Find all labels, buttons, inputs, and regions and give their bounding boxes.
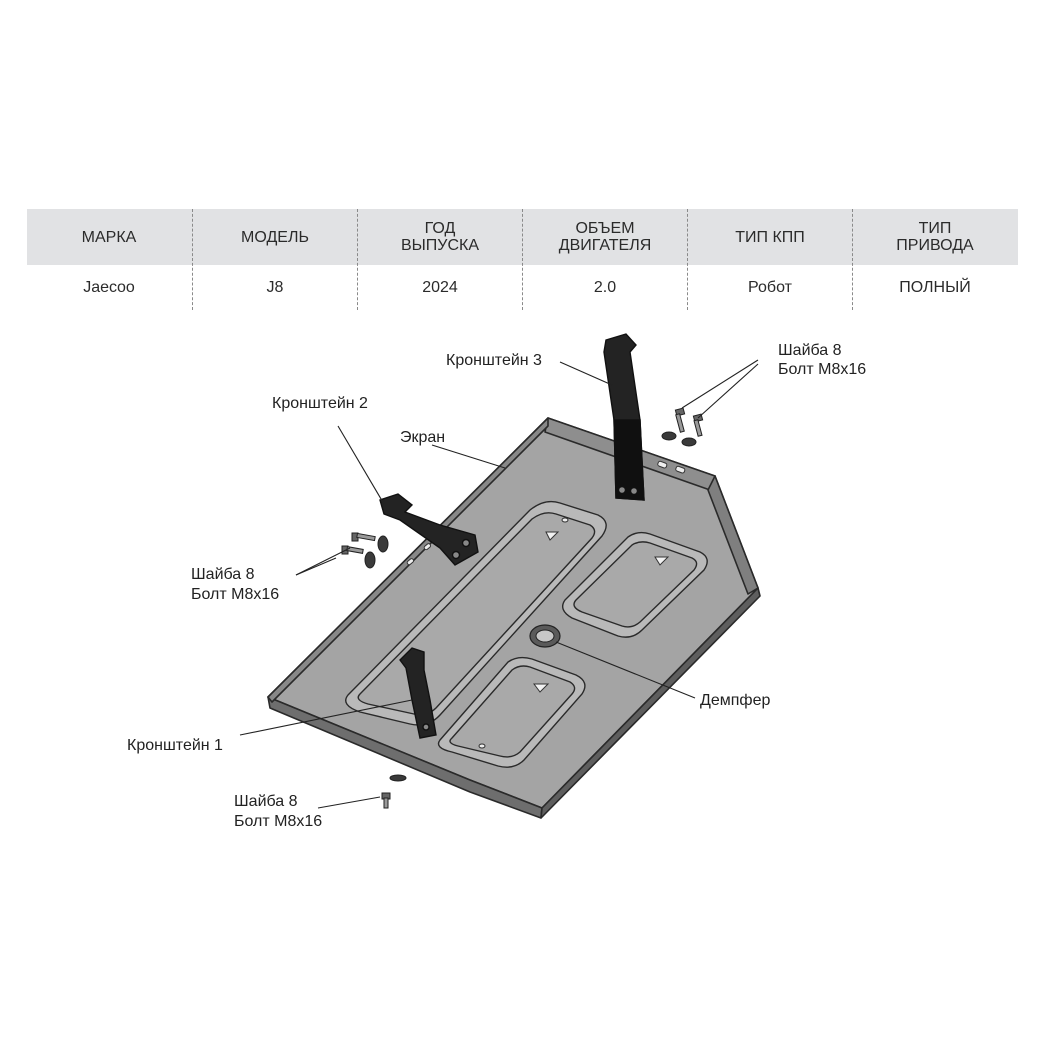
plate-left-edge <box>267 417 549 703</box>
arrow-marker <box>533 683 550 693</box>
leader-bracket-1 <box>239 699 413 736</box>
arrow-marker <box>545 531 560 541</box>
leader-bracket-2 <box>337 425 385 505</box>
leader-hardware-top <box>697 363 759 419</box>
value-model: J8 <box>266 278 284 296</box>
label-bracket-1: Кронштейн 1 <box>127 737 223 754</box>
leader-hardware-left <box>295 557 337 576</box>
bracket-2 <box>379 493 479 566</box>
hardware-bottom <box>381 774 407 809</box>
leader-lines <box>239 359 759 809</box>
leader-bracket-3 <box>559 361 613 386</box>
header-make: МАРКА <box>81 228 137 246</box>
holes <box>406 460 686 749</box>
table-divider <box>522 209 523 310</box>
hardware-left <box>341 532 389 569</box>
slot <box>423 543 432 551</box>
header-gearbox: ТИП КПП <box>735 228 805 246</box>
plate-right-edge <box>540 587 761 819</box>
label-hardware-top-bolt: Болт М8х16 <box>778 361 867 378</box>
table-divider <box>357 209 358 310</box>
damper <box>529 624 561 648</box>
label-hardware-left-bolt: Болт М8х16 <box>191 586 280 603</box>
leader-hardware-top <box>681 359 759 409</box>
hole <box>561 517 569 523</box>
value-gearbox: Робот <box>748 278 792 296</box>
value-year: 2024 <box>422 278 458 296</box>
value-engine-volume: 2.0 <box>593 278 617 296</box>
label-bracket-3: Кронштейн 3 <box>446 352 542 369</box>
slot <box>675 465 686 474</box>
table-divider <box>852 209 853 310</box>
slot <box>657 460 668 469</box>
label-hardware-bottom-bolt: Болт М8х16 <box>234 813 323 830</box>
leader-hardware-bottom <box>317 796 381 809</box>
bracket-1 <box>399 647 437 739</box>
value-drive: ПОЛНЫЙ <box>899 278 971 296</box>
label-hardware-top-washer: Шайба 8 <box>778 342 842 359</box>
table-divider <box>687 209 688 310</box>
label-bracket-2: Кронштейн 2 <box>272 395 368 412</box>
hardware-top <box>661 407 704 447</box>
label-hardware-left-washer: Шайба 8 <box>191 566 255 583</box>
plate-right-wall <box>707 475 759 595</box>
window-right-inner <box>573 541 698 628</box>
bracket-3 <box>603 333 645 501</box>
arrow-marker <box>654 556 670 566</box>
label-damper: Демпфер <box>700 692 771 709</box>
table-divider <box>192 209 193 310</box>
slot <box>406 558 415 566</box>
hole <box>478 743 486 749</box>
label-screen: Экран <box>400 429 446 446</box>
arrow-markers <box>533 531 670 693</box>
label-hardware-bottom-washer: Шайба 8 <box>234 793 298 810</box>
leader-damper <box>555 641 696 699</box>
value-make: Jaecoo <box>83 278 135 296</box>
header-model: МОДЕЛЬ <box>241 228 309 246</box>
leader-hardware-left <box>295 547 351 576</box>
leader-screen <box>431 444 506 469</box>
